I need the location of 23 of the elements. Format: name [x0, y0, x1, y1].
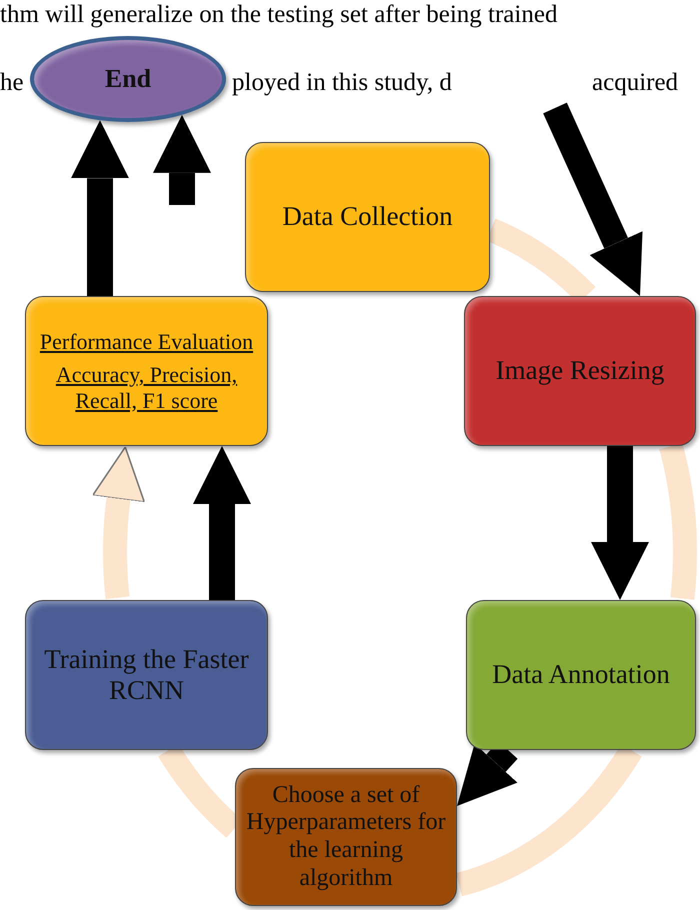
node-title: Data Annotation — [492, 659, 670, 691]
block-arrow — [71, 120, 129, 296]
paragraph-text: thm will generalize on the testing set after being trained — [0, 0, 558, 30]
block-arrow — [591, 446, 649, 600]
process-box — [25, 296, 268, 446]
node-title: Training the Faster RCNN — [43, 644, 250, 706]
process-box — [25, 600, 268, 750]
node-title: Choose a set of Hyperparameters for the learning algorithm — [246, 782, 446, 892]
node-title: Performance Evaluation — [40, 329, 254, 354]
node-title: End — [104, 64, 152, 94]
paragraph-text: acquired — [592, 68, 678, 98]
process-box — [464, 296, 696, 446]
node-title: Data Collection — [282, 201, 453, 233]
block-arrow — [153, 114, 211, 205]
paragraph-text: he — [0, 68, 24, 98]
paragraph-text: ployed in this study, d — [232, 68, 452, 98]
block-arrow — [193, 446, 251, 600]
process-box — [235, 768, 457, 906]
block-arrow — [543, 102, 643, 296]
node-title: Image Resizing — [496, 355, 664, 387]
process-box — [466, 600, 696, 750]
process-box — [245, 142, 490, 292]
node-detail: Accuracy, Precision, Recall, F1 score — [54, 362, 238, 413]
